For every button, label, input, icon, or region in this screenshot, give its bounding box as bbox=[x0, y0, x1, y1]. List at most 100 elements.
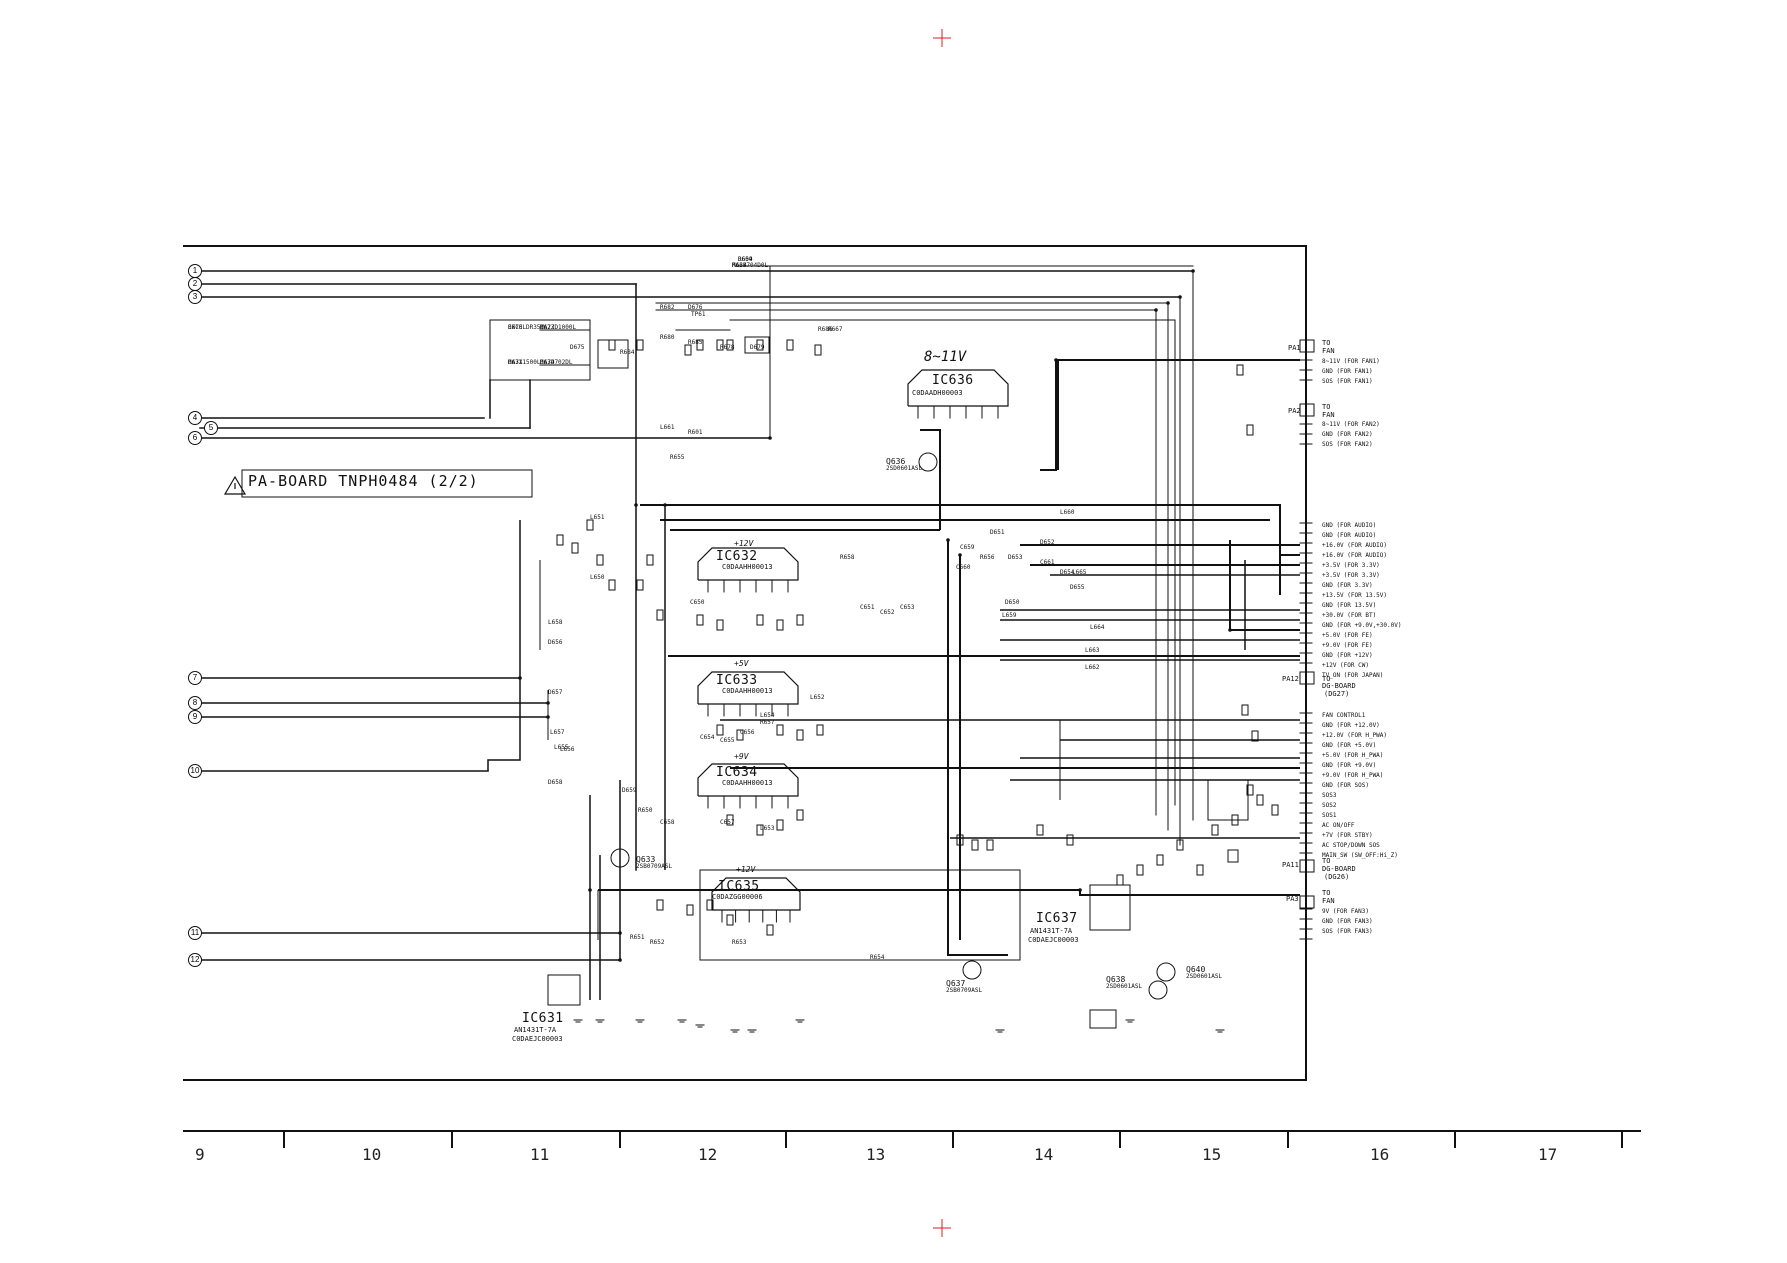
pa11-box bbox=[1299, 859, 1315, 873]
ic635-name: IC635 bbox=[718, 879, 760, 894]
pa12-pin-9: GND (FOR 13.5V) bbox=[1322, 602, 1377, 609]
component-mark bbox=[776, 619, 784, 631]
component-ref-26: L657 bbox=[550, 729, 565, 736]
pa3-pin-1: 9V (FOR FAN3) bbox=[1322, 908, 1369, 915]
component-ref-69: MA2ZD1000L bbox=[540, 324, 577, 331]
component-mark bbox=[1066, 834, 1074, 846]
component-ref-61: R655 bbox=[670, 454, 685, 461]
pa12-name: PA12 bbox=[1282, 675, 1299, 683]
component-ref-52: D656 bbox=[548, 639, 563, 646]
pa11-pin-5: +5.0V (FOR H_PWA) bbox=[1322, 752, 1384, 759]
component-ref-22: L663 bbox=[1085, 647, 1100, 654]
component-ref-44: C660 bbox=[956, 564, 971, 571]
component-ref-60: R654 bbox=[870, 954, 885, 961]
pa1-pin-2: GND (FOR FAN1) bbox=[1322, 368, 1373, 375]
ic631-body bbox=[547, 974, 581, 1006]
component-ref-67: EXCELDR35V bbox=[508, 324, 545, 331]
component-ref-50: D654 bbox=[1060, 569, 1075, 576]
pa12-ref: (DG27) bbox=[1324, 690, 1350, 698]
component-mark bbox=[786, 339, 794, 351]
component-ref-29: L654 bbox=[760, 712, 775, 719]
ic634-body bbox=[697, 763, 799, 797]
component-ref-8: D676 bbox=[688, 304, 703, 311]
component-ref-55: D659 bbox=[622, 787, 637, 794]
component-mark bbox=[556, 534, 564, 546]
zone-number-10: 10 bbox=[362, 1145, 382, 1164]
component-ref-36: C652 bbox=[880, 609, 895, 616]
pa11-dest: DG-BOARD bbox=[1322, 865, 1356, 873]
zone-number-16: 16 bbox=[1370, 1145, 1390, 1164]
component-ref-24: L659 bbox=[1002, 612, 1017, 619]
transistor-body bbox=[918, 452, 938, 472]
component-ref-47: D651 bbox=[990, 529, 1005, 536]
junction-dot bbox=[634, 503, 638, 507]
zone-number-14: 14 bbox=[1034, 1145, 1054, 1164]
junction-dot bbox=[618, 958, 622, 962]
component-mark bbox=[1211, 824, 1219, 836]
junction-dot bbox=[768, 436, 772, 440]
ic633-body bbox=[697, 671, 799, 705]
pa2-pin-2: GND (FOR FAN2) bbox=[1322, 431, 1373, 438]
component-ref-4: D673 bbox=[540, 324, 555, 331]
component-ref-18: R667 bbox=[828, 326, 843, 333]
junction-dot bbox=[1054, 358, 1058, 362]
pa11-pin-9: SOS3 bbox=[1322, 792, 1337, 799]
pa3-name: PA3 bbox=[1286, 895, 1299, 903]
component-ref-70: MA3D702DL bbox=[540, 359, 573, 366]
title-box bbox=[241, 469, 533, 498]
pa11-pin-12: AC ON/OFF bbox=[1322, 822, 1355, 829]
transistor-body bbox=[1156, 962, 1176, 982]
component-ref-39: C655 bbox=[720, 737, 735, 744]
ic636-supply-label: 8~11V bbox=[924, 349, 967, 365]
ic633-part: C0DAAHH00013 bbox=[722, 687, 773, 695]
ic636-part: C0DAADH00003 bbox=[912, 389, 963, 397]
component-ref-68: MA3X1500L bbox=[508, 359, 541, 366]
component-mark bbox=[1246, 784, 1254, 796]
ic636-name: IC636 bbox=[932, 373, 974, 388]
junction-dot bbox=[1166, 301, 1170, 305]
component-mark bbox=[726, 814, 734, 826]
component-ref-41: C657 bbox=[720, 819, 735, 826]
component-ref-25: L658 bbox=[548, 619, 563, 626]
junction-dot bbox=[1178, 295, 1182, 299]
component-ref-58: R652 bbox=[650, 939, 665, 946]
component-ref-15: R686 bbox=[818, 326, 833, 333]
component-mark bbox=[696, 339, 704, 351]
component-mark bbox=[796, 729, 804, 741]
pa12-dest: DG-BOARD bbox=[1322, 682, 1356, 690]
pa2-dest: FAN bbox=[1322, 411, 1335, 419]
component-mark bbox=[796, 614, 804, 626]
component-mark bbox=[956, 834, 964, 846]
component-mark bbox=[636, 579, 644, 591]
component-mark bbox=[716, 339, 724, 351]
component-mark bbox=[1116, 874, 1124, 886]
rail bbox=[920, 429, 941, 530]
component-mark bbox=[636, 339, 644, 351]
junction-dot bbox=[958, 553, 962, 557]
rail-main bbox=[640, 504, 1300, 556]
component-ref-7: R684 bbox=[620, 349, 635, 356]
ic635-body bbox=[711, 877, 801, 911]
ic637-body bbox=[1089, 884, 1131, 931]
rail-v bbox=[947, 540, 1008, 956]
component-ref-32: L651 bbox=[590, 514, 605, 521]
component-ref-11: R680 bbox=[660, 334, 675, 341]
pa12-pin-7: GND (FOR 3.3V) bbox=[1322, 582, 1373, 589]
component-ref-35: C651 bbox=[860, 604, 875, 611]
zone-number-13: 13 bbox=[866, 1145, 886, 1164]
component-mark bbox=[1256, 794, 1264, 806]
junction-dot bbox=[546, 715, 550, 719]
ic637-part: AN1431T-7A bbox=[1030, 927, 1073, 935]
component-mark bbox=[756, 339, 764, 351]
component-ref-66: R660 bbox=[732, 262, 747, 269]
pa12-pin-5: +3.5V (FOR 3.3V) bbox=[1322, 562, 1380, 569]
component-ref-34: C650 bbox=[690, 599, 705, 606]
fan-control-block bbox=[1207, 779, 1249, 821]
component-mark bbox=[1136, 864, 1144, 876]
ic633-name: IC633 bbox=[716, 673, 758, 688]
pa12-pin-10: +30.0V (FOR BT) bbox=[1322, 612, 1377, 619]
pa12-pin-16: TV_ON (FOR JAPAN) bbox=[1322, 672, 1384, 679]
small-block bbox=[1227, 849, 1239, 863]
ic634-supply-label: +9V bbox=[734, 752, 749, 761]
